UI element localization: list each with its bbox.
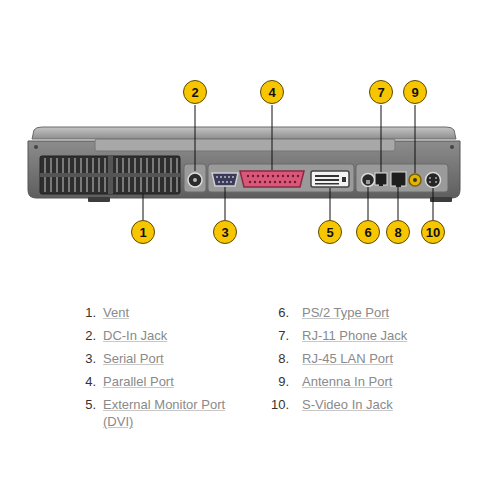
port-name: RJ-11 Phone Jack (302, 327, 407, 344)
port-name: Parallel Port (103, 373, 174, 390)
svideo-port (426, 173, 441, 188)
callout-number: 2 (183, 80, 207, 104)
leader-line (143, 194, 144, 220)
port-panel (356, 164, 448, 192)
rj45-notch (396, 184, 401, 187)
leader-line (272, 105, 273, 170)
leader-line (415, 105, 416, 173)
ps2-key (366, 180, 370, 184)
callout-text: 2 (191, 86, 198, 99)
leader-line (225, 187, 226, 220)
screw (34, 145, 38, 149)
leader-line (381, 105, 382, 172)
list-number: 4. (85, 373, 96, 390)
port-name: External Monitor Port (DVI) (103, 396, 253, 430)
svideo-pins (429, 177, 437, 183)
rj11-jack (375, 173, 387, 185)
callout-text: 9 (411, 86, 418, 99)
callout-text: 8 (394, 226, 401, 239)
port-name: Vent (103, 304, 129, 321)
lid-edge (32, 127, 456, 139)
list-number: 8. (278, 350, 289, 367)
leader-line (195, 105, 196, 171)
list-number: 2. (85, 327, 96, 344)
list-number: 10. (271, 396, 289, 413)
antenna-pin (413, 178, 417, 182)
callout-text: 1 (139, 226, 146, 239)
vent-grille (40, 156, 180, 194)
port-name: PS/2 Type Port (302, 304, 389, 321)
dvi-pins (315, 175, 346, 185)
callout-number: 1 (131, 220, 155, 244)
screw (450, 145, 454, 149)
callout-text: 10 (426, 226, 440, 239)
leader-line (368, 187, 369, 220)
list-number: 6. (278, 304, 289, 321)
port-name: RJ-45 LAN Port (302, 350, 393, 367)
leader-line (398, 187, 399, 220)
callout-text: 5 (326, 226, 333, 239)
parallel-pins (247, 175, 299, 183)
callout-text: 3 (221, 226, 228, 239)
dc-pin (193, 178, 197, 182)
callout-number: 10 (421, 220, 445, 244)
list-number: 3. (85, 350, 96, 367)
callout-number: 3 (213, 220, 237, 244)
dc-jack (188, 173, 202, 187)
port-name: Antenna In Port (302, 373, 392, 390)
hinge-strip (95, 139, 395, 151)
callout-number: 4 (260, 80, 284, 104)
port-name: S-Video In Jack (302, 396, 393, 413)
port-panel (208, 164, 354, 192)
callout-number: 9 (403, 80, 427, 104)
callout-number: 5 (318, 220, 342, 244)
callout-text: 4 (268, 86, 275, 99)
list-number: 9. (278, 373, 289, 390)
leader-lines (143, 105, 433, 220)
callout-number: 7 (369, 80, 393, 104)
ps2-port (362, 174, 375, 187)
foot (88, 197, 110, 202)
serial-pins (216, 176, 234, 183)
port-name: DC-In Jack (103, 327, 167, 344)
callout-number: 8 (386, 220, 410, 244)
rj11-notch (379, 183, 383, 186)
parallel-connector (240, 171, 304, 187)
dvi-connector (311, 171, 349, 187)
antenna-port (409, 174, 421, 186)
serial-connector (212, 173, 238, 186)
port-name: Serial Port (103, 350, 164, 367)
leader-line (330, 188, 331, 220)
rj45-jack (391, 172, 406, 186)
callout-number: 6 (356, 220, 380, 244)
list-number: 7. (278, 327, 289, 344)
callout-text: 6 (364, 226, 371, 239)
list-number: 1. (85, 304, 96, 321)
leader-line (433, 188, 434, 220)
callout-text: 7 (377, 86, 384, 99)
list-number: 5. (85, 396, 96, 413)
